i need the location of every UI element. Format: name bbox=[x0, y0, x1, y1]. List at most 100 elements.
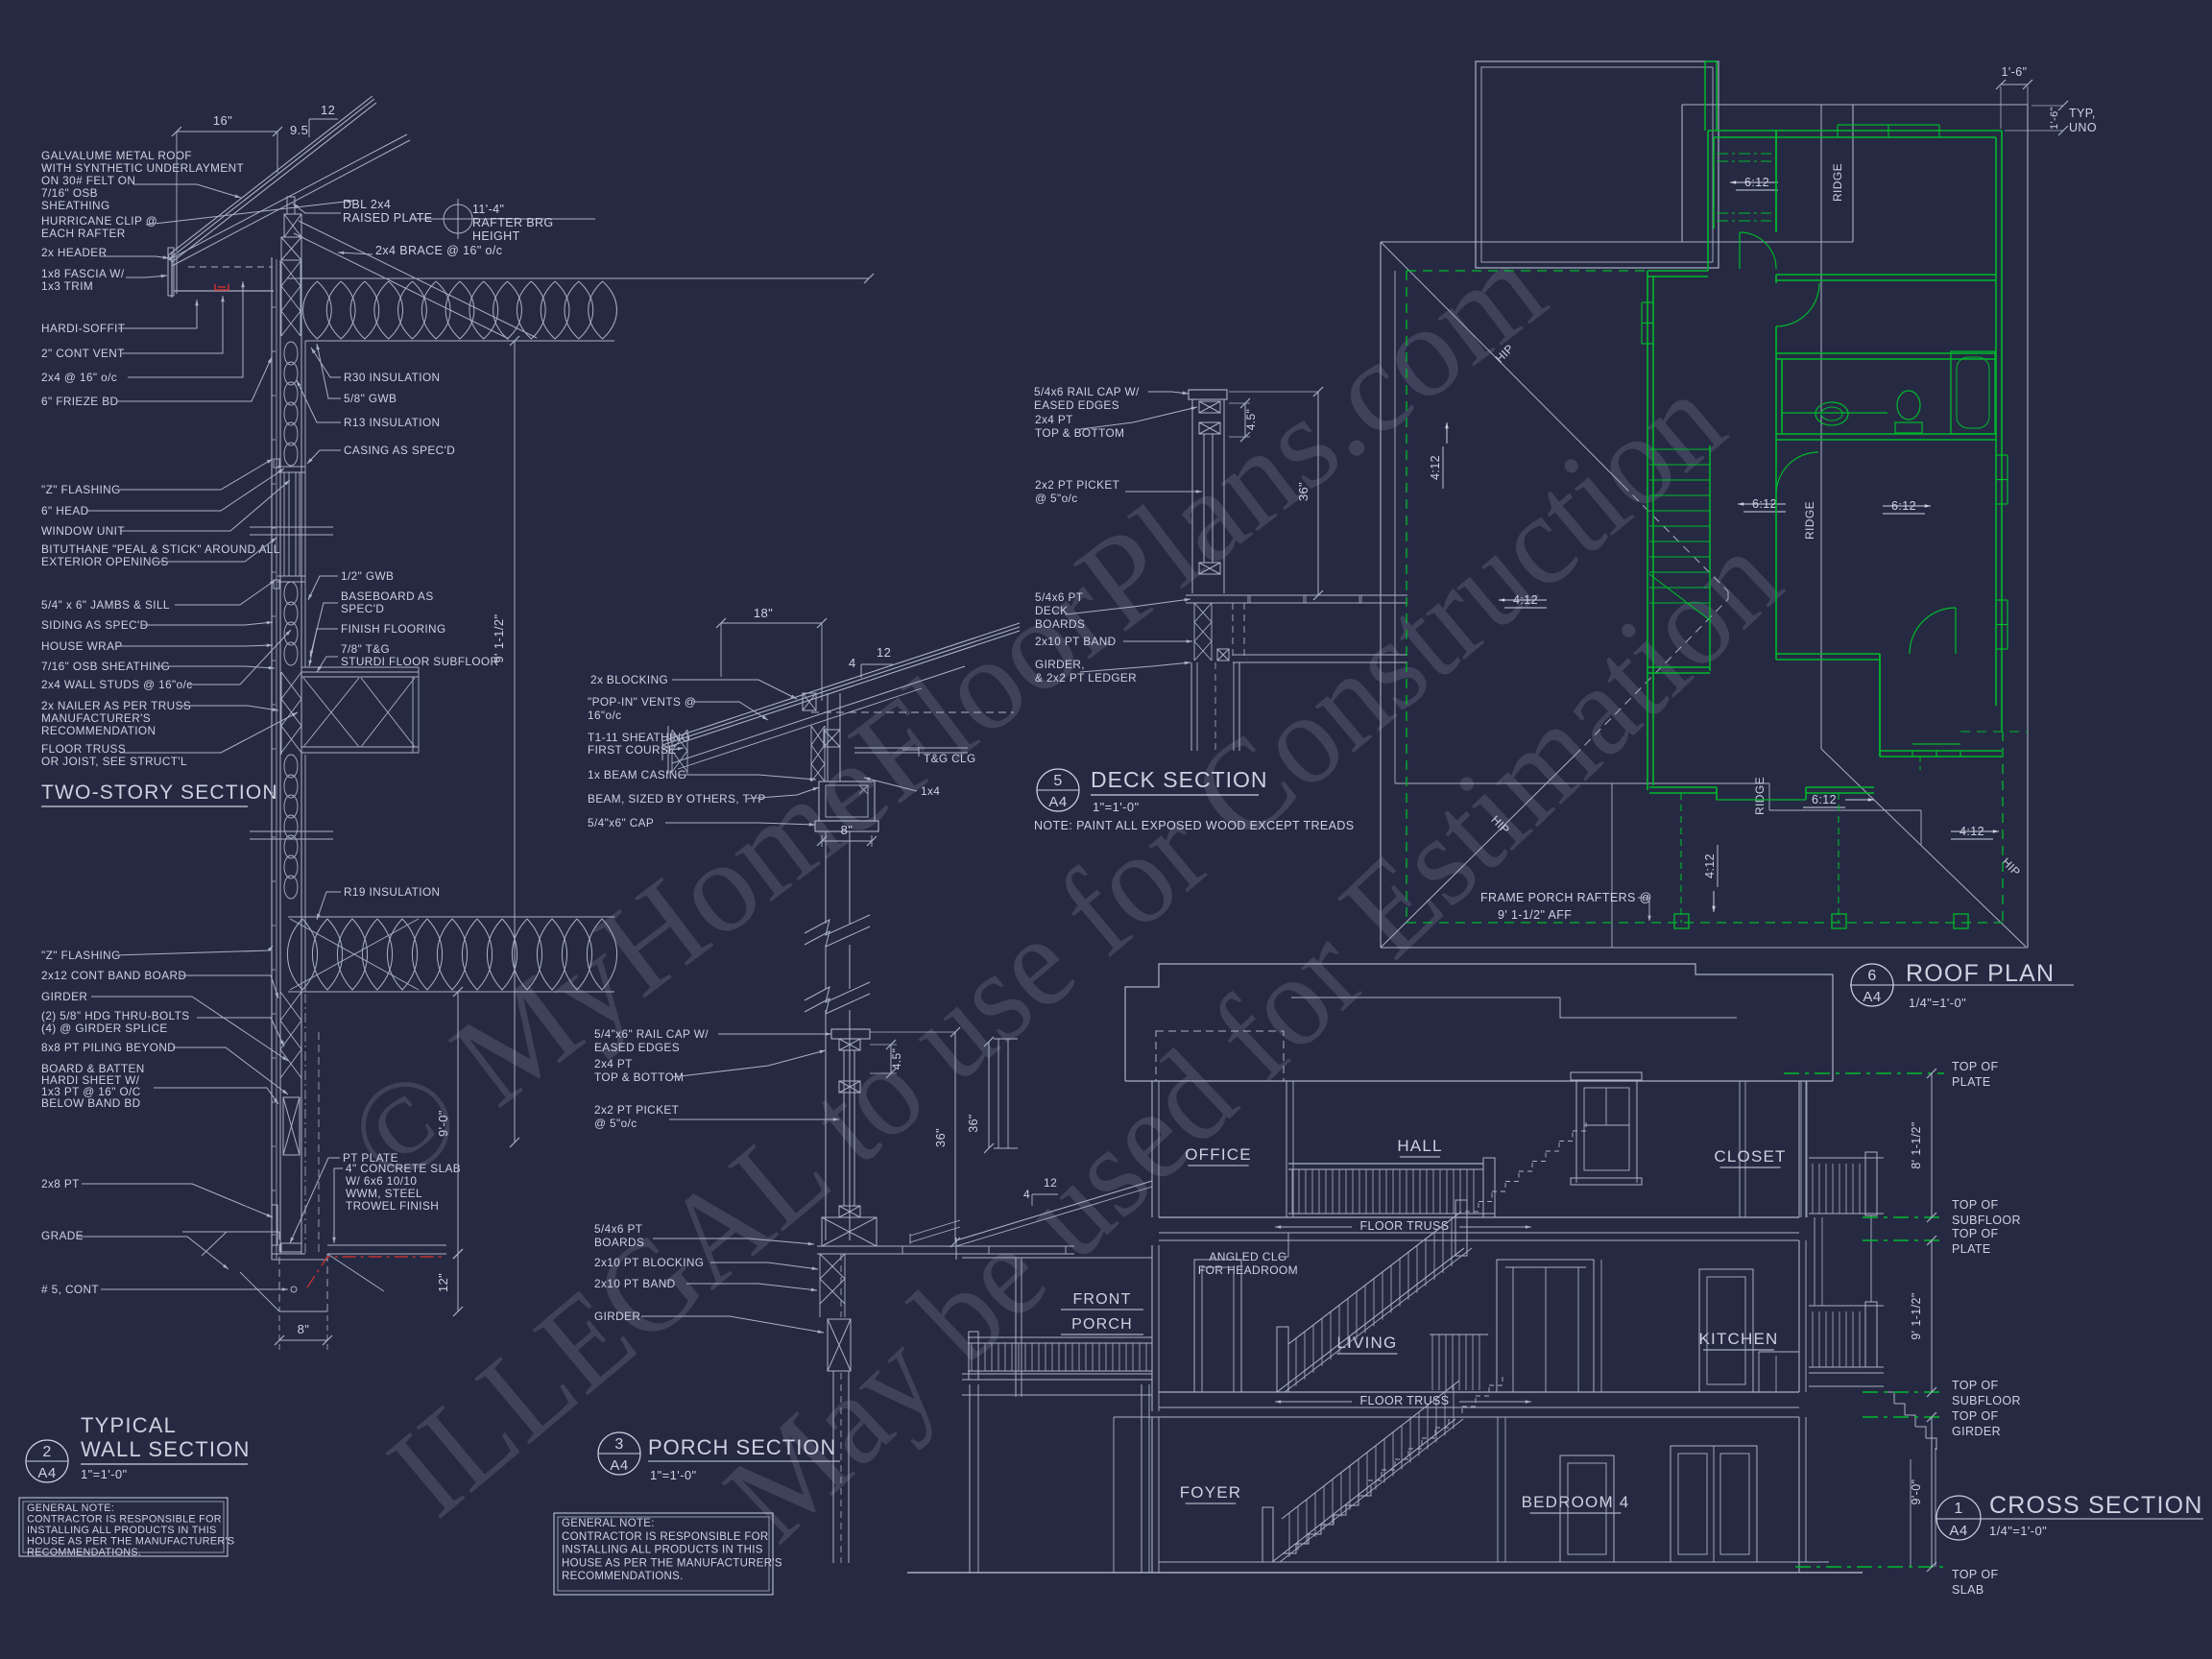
svg-text:@ 5"o/c: @ 5"o/c bbox=[1035, 492, 1078, 505]
svg-text:GALVALUME METAL ROOF: GALVALUME METAL ROOF bbox=[41, 149, 192, 162]
svg-text:SUBFLOOR: SUBFLOOR bbox=[1952, 1214, 2021, 1227]
svg-text:CASING AS SPEC'D: CASING AS SPEC'D bbox=[344, 444, 455, 457]
svg-text:8x8 PT PILING BEYOND: 8x8 PT PILING BEYOND bbox=[41, 1041, 176, 1054]
svg-text:9.5: 9.5 bbox=[290, 123, 308, 137]
svg-text:TOP OF: TOP OF bbox=[1952, 1379, 1998, 1392]
svg-text:RIDGE: RIDGE bbox=[1803, 501, 1816, 540]
svg-text:FRONT: FRONT bbox=[1072, 1291, 1131, 1308]
svg-text:TYPICAL: TYPICAL bbox=[81, 1413, 177, 1437]
svg-text:PT PLATE: PT PLATE bbox=[343, 1151, 398, 1165]
svg-text:A4: A4 bbox=[1949, 1523, 1967, 1539]
svg-text:BOARDS: BOARDS bbox=[594, 1236, 644, 1249]
svg-text:EASED EDGES: EASED EDGES bbox=[594, 1041, 680, 1054]
svg-text:GIRDER: GIRDER bbox=[1952, 1425, 2001, 1438]
svg-text:1x3 TRIM: 1x3 TRIM bbox=[41, 279, 93, 293]
svg-text:9'-0": 9'-0" bbox=[1910, 1479, 1923, 1505]
svg-text:@ 5"o/c: @ 5"o/c bbox=[594, 1117, 637, 1130]
svg-text:9' 1-1/2": 9' 1-1/2" bbox=[1910, 1292, 1923, 1339]
svg-text:1/4"=1'-0": 1/4"=1'-0" bbox=[1989, 1524, 2047, 1538]
svg-text:1x8 FASCIA W/: 1x8 FASCIA W/ bbox=[41, 267, 125, 280]
svg-text:HOUSE AS PER THE MANUFACTURER': HOUSE AS PER THE MANUFACTURER'S bbox=[562, 1557, 782, 1569]
svg-text:ON 30# FELT ON: ON 30# FELT ON bbox=[41, 174, 135, 187]
svg-text:5/4"x6" RAIL CAP W/: 5/4"x6" RAIL CAP W/ bbox=[594, 1027, 709, 1041]
svg-text:INSTALLING ALL PRODUCTS IN THI: INSTALLING ALL PRODUCTS IN THIS bbox=[562, 1545, 763, 1556]
svg-text:12: 12 bbox=[877, 645, 891, 660]
svg-text:2x2 PT PICKET: 2x2 PT PICKET bbox=[1035, 478, 1119, 492]
svg-text:7/16" OSB SHEATHING: 7/16" OSB SHEATHING bbox=[41, 660, 170, 673]
svg-text:CROSS SECTION: CROSS SECTION bbox=[1989, 1492, 2203, 1519]
svg-text:MANUFACTURER'S: MANUFACTURER'S bbox=[41, 711, 151, 725]
svg-text:4: 4 bbox=[849, 656, 856, 670]
svg-text:CONTRACTOR IS RESPONSIBLE FOR: CONTRACTOR IS RESPONSIBLE FOR bbox=[27, 1514, 222, 1526]
svg-text:2x BLOCKING: 2x BLOCKING bbox=[590, 673, 668, 686]
svg-text:GENERAL NOTE:: GENERAL NOTE: bbox=[562, 1518, 655, 1529]
svg-text:1x3 PT @ 16" O/C: 1x3 PT @ 16" O/C bbox=[41, 1085, 141, 1098]
svg-text:6" FRIEZE BD: 6" FRIEZE BD bbox=[41, 395, 118, 408]
svg-text:4:12: 4:12 bbox=[1429, 455, 1442, 480]
svg-text:1"=1'-0": 1"=1'-0" bbox=[650, 1468, 697, 1482]
svg-text:5/4" x 6" JAMBS & SILL: 5/4" x 6" JAMBS & SILL bbox=[41, 598, 170, 612]
svg-text:GIRDER: GIRDER bbox=[41, 990, 87, 1003]
svg-text:8' 1-1/2": 8' 1-1/2" bbox=[1910, 1121, 1923, 1168]
svg-text:UNO: UNO bbox=[2069, 121, 2097, 134]
svg-text:BASEBOARD AS: BASEBOARD AS bbox=[341, 589, 434, 603]
svg-text:RAFTER BRG: RAFTER BRG bbox=[472, 216, 554, 229]
svg-text:PORCH: PORCH bbox=[1071, 1316, 1133, 1333]
svg-text:HURRICANE CLIP @: HURRICANE CLIP @ bbox=[41, 214, 157, 228]
svg-text:TOP OF: TOP OF bbox=[1952, 1198, 1998, 1212]
svg-text:WALL SECTION: WALL SECTION bbox=[81, 1437, 251, 1461]
svg-text:TWO-STORY SECTION: TWO-STORY SECTION bbox=[41, 781, 278, 804]
svg-text:4.5": 4.5" bbox=[890, 1048, 903, 1070]
svg-text:EXTERIOR OPENINGS: EXTERIOR OPENINGS bbox=[41, 555, 169, 568]
svg-text:7/16" OSB: 7/16" OSB bbox=[41, 186, 98, 200]
svg-text:TOP OF: TOP OF bbox=[1952, 1409, 1998, 1423]
svg-text:WINDOW UNIT: WINDOW UNIT bbox=[41, 524, 125, 538]
svg-text:12": 12" bbox=[436, 1273, 450, 1292]
svg-text:A4: A4 bbox=[610, 1457, 628, 1474]
svg-text:RECOMMENDATION: RECOMMENDATION bbox=[41, 724, 156, 737]
svg-text:4.5": 4.5" bbox=[1244, 409, 1258, 431]
svg-text:R30 INSULATION: R30 INSULATION bbox=[344, 371, 440, 384]
svg-text:"POP-IN" VENTS @: "POP-IN" VENTS @ bbox=[588, 695, 696, 709]
svg-text:CLOSET: CLOSET bbox=[1714, 1147, 1786, 1166]
svg-text:ANGLED CLG: ANGLED CLG bbox=[1209, 1250, 1286, 1263]
svg-text:1/4"=1'-0": 1/4"=1'-0" bbox=[1909, 996, 1966, 1010]
svg-text:SUBFLOOR: SUBFLOOR bbox=[1952, 1394, 2021, 1407]
svg-text:PLATE: PLATE bbox=[1952, 1075, 1991, 1089]
svg-text:2" CONT VENT: 2" CONT VENT bbox=[41, 347, 125, 360]
svg-text:TOP OF: TOP OF bbox=[1952, 1060, 1998, 1073]
svg-text:STURDI FLOOR SUBFLOOR: STURDI FLOOR SUBFLOOR bbox=[341, 655, 498, 668]
svg-text:36": 36" bbox=[967, 1114, 980, 1133]
svg-text:8": 8" bbox=[841, 823, 854, 837]
svg-text:FLOOR TRUSS: FLOOR TRUSS bbox=[1359, 1219, 1449, 1233]
svg-text:A4: A4 bbox=[1863, 989, 1881, 1005]
svg-text:KITCHEN: KITCHEN bbox=[1698, 1330, 1778, 1348]
svg-text:2x4 PT: 2x4 PT bbox=[594, 1057, 633, 1070]
svg-text:SHEATHING: SHEATHING bbox=[41, 199, 110, 212]
svg-text:2x HEADER: 2x HEADER bbox=[41, 246, 108, 259]
svg-text:R13 INSULATION: R13 INSULATION bbox=[344, 416, 440, 429]
svg-text:2x12 CONT BAND BOARD: 2x12 CONT BAND BOARD bbox=[41, 969, 186, 982]
svg-text:A4: A4 bbox=[37, 1465, 56, 1481]
svg-text:(4) @ GIRDER SPLICE: (4) @ GIRDER SPLICE bbox=[41, 1022, 168, 1035]
svg-text:DECK SECTION: DECK SECTION bbox=[1091, 767, 1268, 792]
svg-text:5/4x6 PT: 5/4x6 PT bbox=[594, 1222, 642, 1236]
svg-text:RECOMMENDATIONS.: RECOMMENDATIONS. bbox=[27, 1547, 141, 1558]
svg-text:1: 1 bbox=[1954, 1501, 1962, 1517]
svg-text:TROWEL FINISH: TROWEL FINISH bbox=[346, 1199, 439, 1213]
svg-text:GIRDER,: GIRDER, bbox=[1035, 658, 1085, 671]
svg-text:FINISH FLOORING: FINISH FLOORING bbox=[341, 622, 446, 636]
svg-text:2x2 PT PICKET: 2x2 PT PICKET bbox=[594, 1103, 679, 1117]
svg-text:18": 18" bbox=[754, 606, 773, 620]
svg-text:ROOF PLAN: ROOF PLAN bbox=[1906, 960, 2055, 987]
svg-text:FLOOR TRUSS: FLOOR TRUSS bbox=[1359, 1394, 1449, 1407]
svg-text:6: 6 bbox=[1867, 968, 1876, 984]
svg-text:1x BEAM CASING: 1x BEAM CASING bbox=[588, 768, 686, 781]
svg-text:5/4"x6" CAP: 5/4"x6" CAP bbox=[588, 816, 654, 830]
svg-text:HARDI-SOFFIT: HARDI-SOFFIT bbox=[41, 322, 125, 335]
svg-text:HALL: HALL bbox=[1397, 1137, 1442, 1155]
svg-text:WITH SYNTHETIC UNDERLAYMENT: WITH SYNTHETIC UNDERLAYMENT bbox=[41, 161, 244, 175]
svg-text:BEAM, SIZED BY OTHERS, TYP: BEAM, SIZED BY OTHERS, TYP bbox=[588, 792, 766, 805]
svg-text:HOUSE WRAP: HOUSE WRAP bbox=[41, 639, 123, 653]
svg-text:9' 1-1/2": 9' 1-1/2" bbox=[492, 613, 506, 662]
